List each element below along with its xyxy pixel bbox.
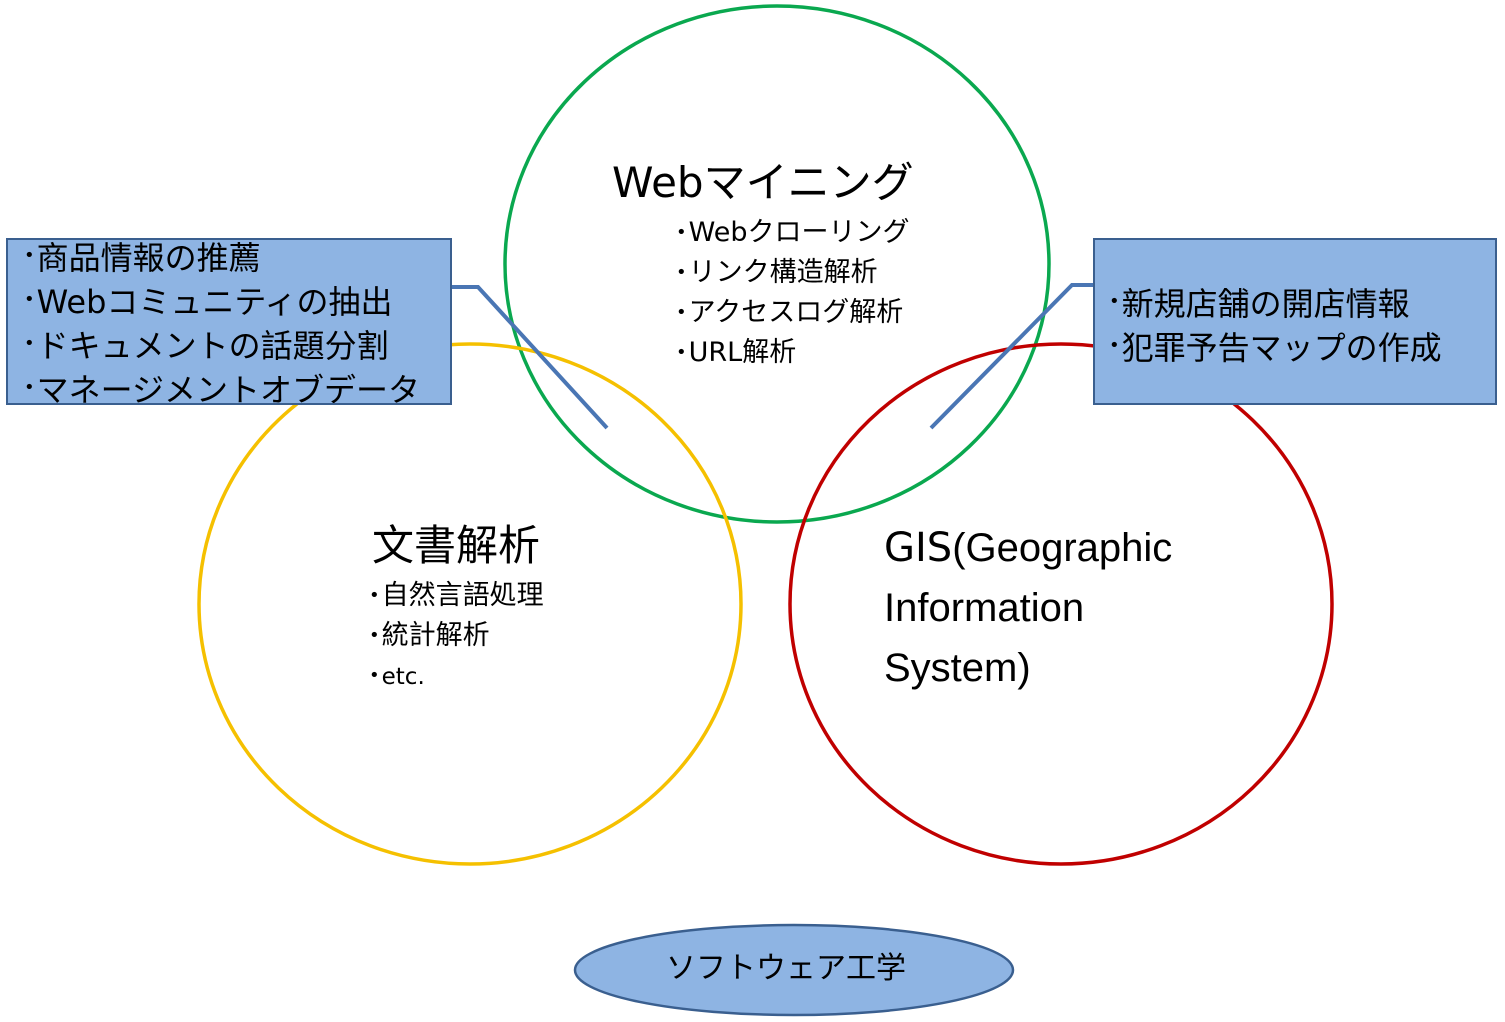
document-analysis-list: 自然言語処理 統計解析 etc. bbox=[369, 576, 544, 696]
document-analysis-item: 自然言語処理 bbox=[369, 576, 544, 616]
gis-title-line: Information bbox=[884, 586, 1085, 630]
right-callout-box: 新規店舗の開店情報 犯罪予告マップの作成 bbox=[1093, 238, 1497, 405]
web-mining-item: Webクローリング bbox=[676, 213, 910, 253]
left-callout-item: ドキュメントの話題分割 bbox=[24, 322, 450, 366]
right-callout-item: 新規店舗の開店情報 bbox=[1109, 280, 1495, 324]
document-analysis-item: 統計解析 bbox=[369, 616, 544, 656]
web-mining-circle bbox=[503, 4, 1051, 524]
web-mining-item: リンク構造解析 bbox=[676, 253, 910, 293]
gis-title: GIS(Geographic Information System) bbox=[884, 518, 1172, 698]
document-analysis-item: etc. bbox=[369, 656, 544, 696]
footer-label: ソフトウェア工学 bbox=[666, 951, 906, 986]
left-callout-box: 商品情報の推薦 Webコミュニティの抽出 ドキュメントの話題分割 マネージメント… bbox=[6, 238, 452, 405]
web-mining-list: Webクローリング リンク構造解析 アクセスログ解析 URL解析 bbox=[676, 213, 910, 373]
web-mining-item: URL解析 bbox=[676, 333, 910, 373]
left-callout-item: Webコミュニティの抽出 bbox=[24, 278, 450, 322]
left-callout-item: マネージメントオブデータ bbox=[24, 366, 450, 403]
left-callout-item: 商品情報の推薦 bbox=[24, 240, 450, 278]
document-analysis-title: 文書解析 bbox=[372, 521, 541, 570]
footer-ellipse bbox=[573, 923, 1015, 1017]
gis-circle bbox=[788, 342, 1334, 866]
right-callout-connector bbox=[929, 283, 1093, 430]
gis-title-line: (Geographic bbox=[952, 526, 1173, 570]
gis-title-line: System) bbox=[884, 646, 1031, 690]
web-mining-item: アクセスログ解析 bbox=[676, 293, 910, 333]
right-callout-item: 犯罪予告マップの作成 bbox=[1109, 324, 1495, 368]
gis-title-main: GIS bbox=[884, 525, 953, 571]
web-mining-title: Webマイニング bbox=[612, 158, 914, 207]
document-analysis-circle bbox=[197, 342, 743, 866]
left-callout-connector bbox=[452, 285, 609, 430]
